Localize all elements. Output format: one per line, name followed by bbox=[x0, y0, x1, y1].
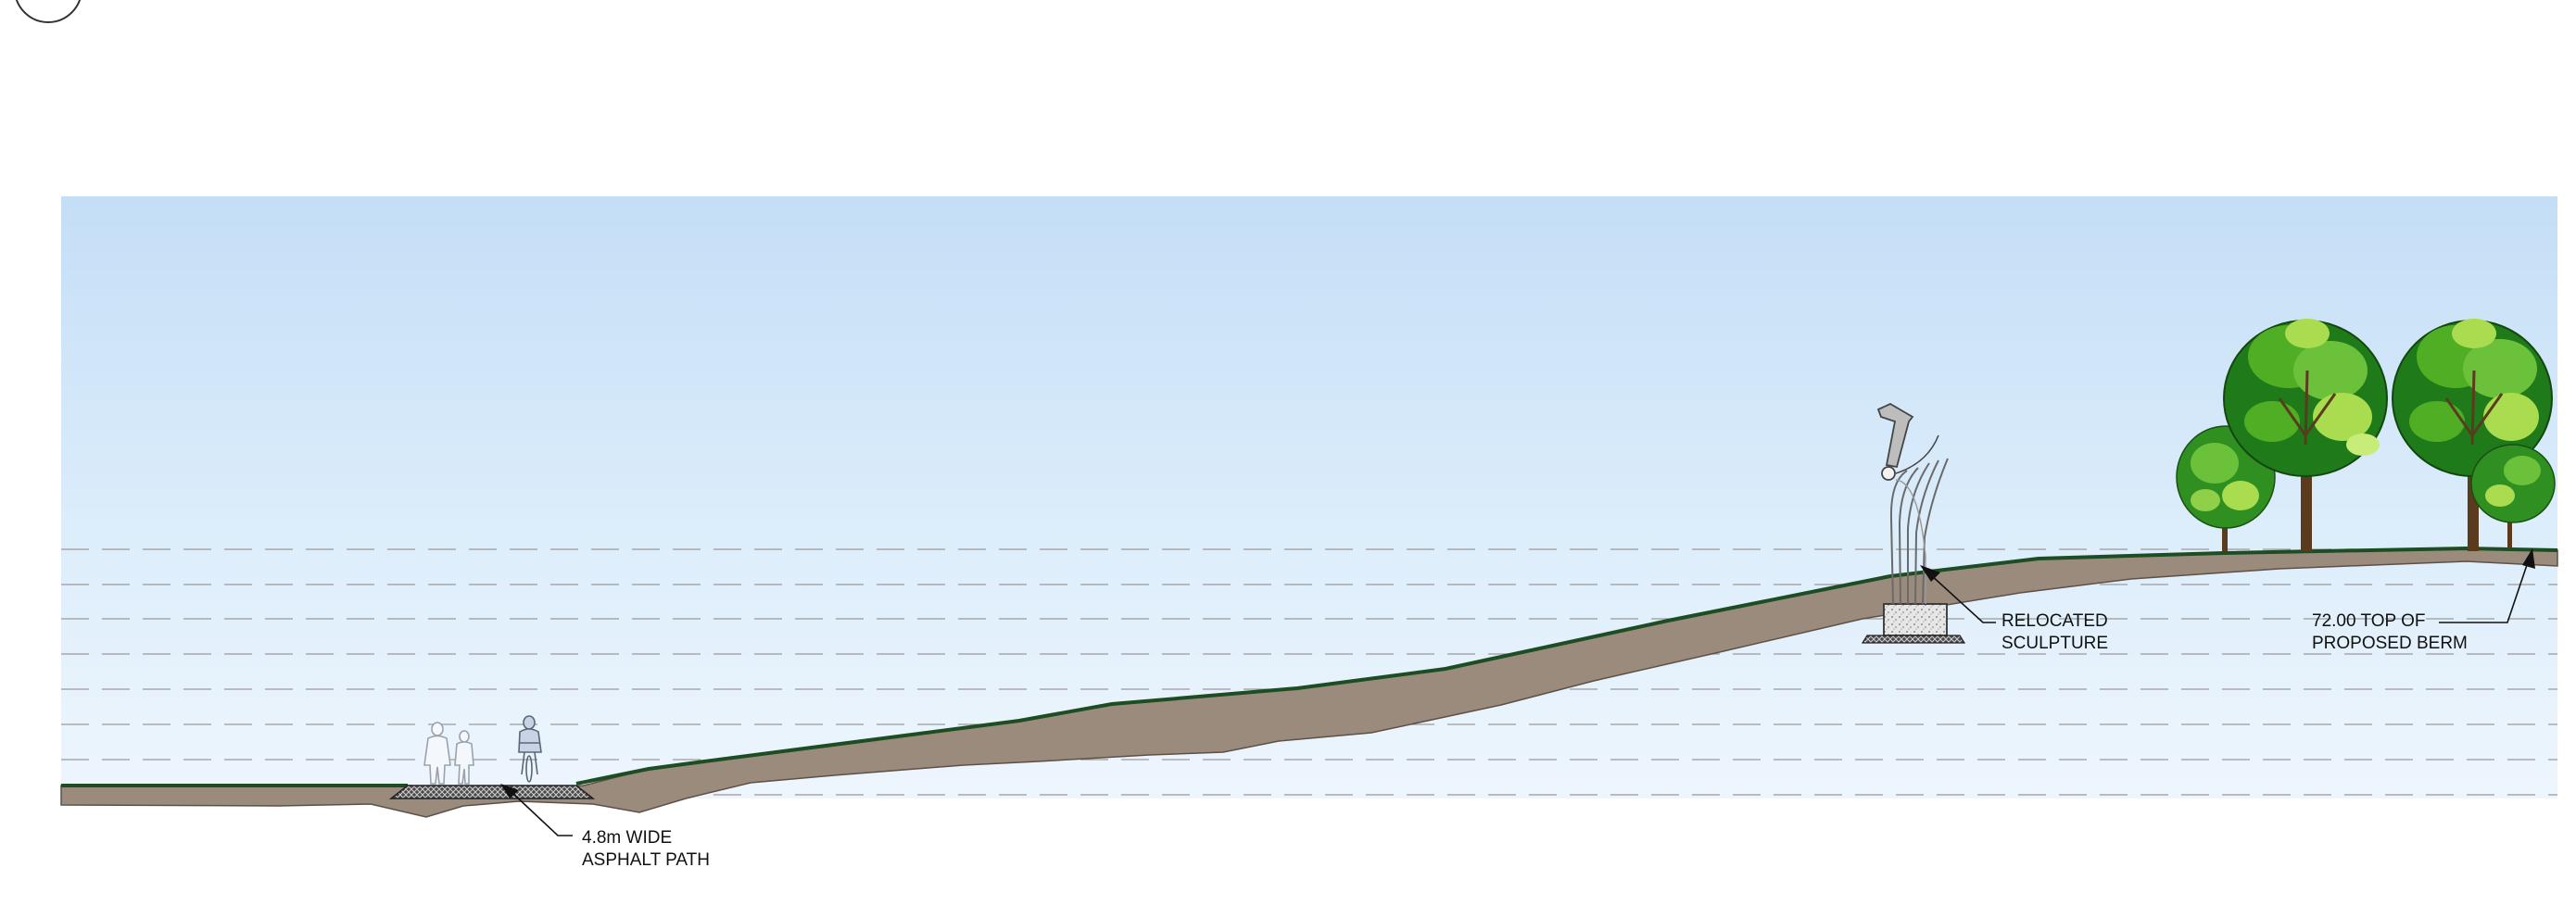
section-marker bbox=[16, 0, 81, 23]
grass-finish-line bbox=[61, 546, 2558, 787]
tree-large-2 bbox=[2392, 319, 2553, 551]
deciduous-tree-icon bbox=[2176, 319, 2556, 551]
callout-sculpture-line1: RELOCATED bbox=[2001, 611, 2108, 631]
callout-asphalt-path: 4.8m WIDE ASPHALT PATH bbox=[500, 784, 710, 870]
callout-asphalt-path-line2: ASPHALT PATH bbox=[582, 850, 710, 870]
tree-small-right bbox=[2470, 444, 2556, 548]
callout-berm-line2: PROPOSED BERM bbox=[2312, 634, 2468, 653]
asphalt-path bbox=[388, 785, 596, 799]
callout-berm-line1: 72.00 TOP OF bbox=[2312, 611, 2426, 631]
sculpture-icon bbox=[1861, 402, 1966, 644]
callout-berm: 72.00 TOP OF PROPOSED BERM bbox=[2312, 548, 2535, 653]
callout-sculpture: RELOCATED SCULPTURE bbox=[1920, 565, 2108, 653]
cyclist-icon bbox=[518, 715, 542, 783]
callout-asphalt-path-line1: 4.8m WIDE bbox=[582, 828, 672, 848]
callout-sculpture-line2: SCULPTURE bbox=[2001, 634, 2108, 653]
tree-large-1 bbox=[2223, 319, 2388, 551]
pedestrians-icon bbox=[423, 722, 474, 785]
